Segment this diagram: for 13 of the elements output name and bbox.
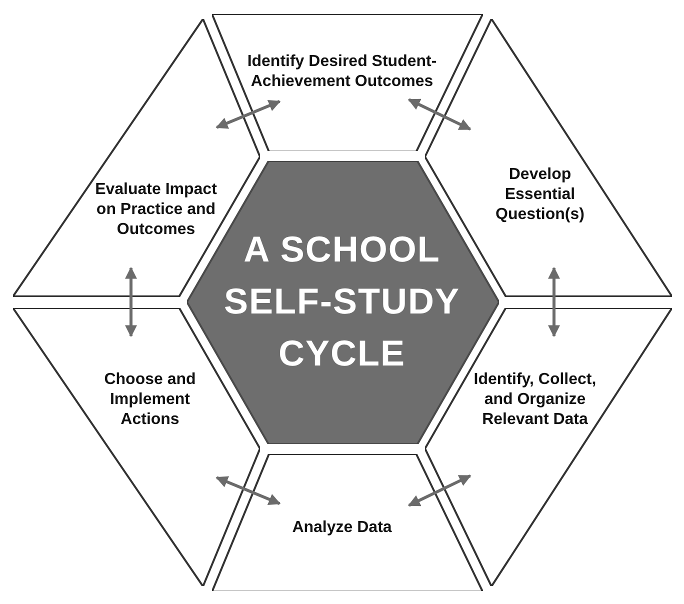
double-arrow <box>216 476 281 506</box>
step-label: Identify Desired Student-Achievement Outcomes <box>246 52 438 92</box>
step-label: Identify, Collect, and Organize Relevant Data <box>472 370 598 430</box>
step-label: Analyze Data <box>291 518 393 538</box>
double-arrow <box>548 266 560 338</box>
double-arrow <box>408 474 472 507</box>
double-arrow <box>408 98 472 131</box>
step-label: Evaluate Impact on Practice and Outcomes <box>94 180 218 240</box>
step-label: Choose and Implement Actions <box>103 370 197 430</box>
step-label: Develop Essential Question(s) <box>494 164 586 225</box>
double-arrow <box>216 100 281 129</box>
center-title: A SCHOOL SELF-STUDY CYCLE <box>222 228 461 376</box>
double-arrow <box>125 266 137 338</box>
